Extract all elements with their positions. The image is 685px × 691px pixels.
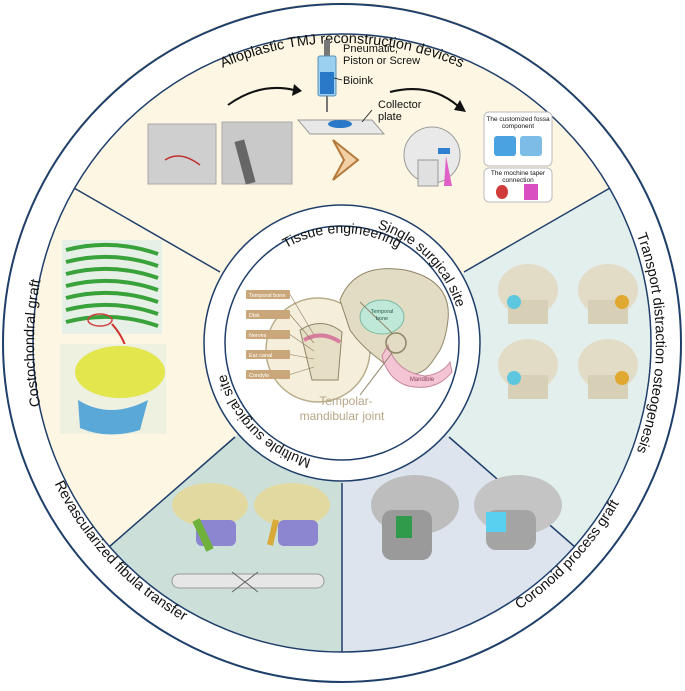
arrow-right-curve xyxy=(389,88,459,107)
center-tag-label: Ear canal xyxy=(249,353,272,359)
rib xyxy=(65,290,159,304)
bioink-label: Bioink xyxy=(343,75,373,87)
center-tag-label: Disk xyxy=(249,313,260,319)
syringe-plunger xyxy=(324,40,330,56)
taper-ball xyxy=(496,185,508,199)
center-tag-box xyxy=(246,350,290,359)
disk-shape xyxy=(303,333,342,344)
fibula-skulls xyxy=(171,483,330,593)
outer-label-ring xyxy=(3,4,681,682)
ribcage-render xyxy=(62,240,162,334)
center-anatomy xyxy=(265,268,453,403)
center-tag-box xyxy=(246,310,290,319)
implant-plate xyxy=(234,139,256,185)
device-components xyxy=(483,111,553,203)
rib xyxy=(65,266,159,280)
center-tag-box xyxy=(246,290,290,299)
center-tag-leader xyxy=(289,354,315,360)
center-tag-box xyxy=(246,370,290,379)
taper-sleeve xyxy=(524,184,538,200)
skull-render-3 xyxy=(498,339,558,399)
rib xyxy=(65,278,159,292)
ink-pointer xyxy=(333,77,343,81)
arrow-right-head xyxy=(454,100,466,112)
ct-scan-images xyxy=(147,121,293,185)
rib xyxy=(65,302,159,316)
center-tag-label: Condyle xyxy=(249,373,269,379)
printed-ink xyxy=(328,120,352,128)
rib xyxy=(65,314,159,328)
zoom-line-2 xyxy=(359,352,393,396)
plate-pointer xyxy=(361,109,373,123)
rib xyxy=(65,254,159,268)
ct-scan-1 xyxy=(147,123,217,185)
zoom-line-1 xyxy=(359,301,393,334)
skull-render-2 xyxy=(578,264,638,324)
center-tag-label: Temporal bone xyxy=(249,293,285,299)
skull-render-4 xyxy=(578,339,638,399)
transport-skulls xyxy=(498,264,638,399)
joint-label: Tempolar-mandibular joint xyxy=(300,394,385,423)
skull-render-1 xyxy=(498,264,558,324)
coronoid-skull-1 xyxy=(371,475,459,560)
mandible-shape xyxy=(381,343,453,388)
center-tag-label: Nerves xyxy=(249,333,267,339)
fossa-component xyxy=(494,136,516,156)
mandible-label: Mandible xyxy=(410,377,435,383)
skull-implant-image xyxy=(403,126,461,187)
small-joint-circle xyxy=(385,332,407,354)
center-tag-leader xyxy=(289,366,315,375)
rib xyxy=(65,242,159,256)
center-tag-leader xyxy=(289,294,315,336)
coronoid-skull-2 xyxy=(474,475,562,550)
actuator-label: Pneumatic,Piston or Screw xyxy=(343,43,420,67)
yellow-jaw-render xyxy=(60,344,166,435)
fibula-skull-1 xyxy=(172,483,248,552)
coronoid-skulls xyxy=(371,475,562,560)
center-tag-leader xyxy=(289,334,315,352)
chevron-right-icon xyxy=(332,139,360,181)
costochondral-images xyxy=(60,240,166,435)
bioprinter-illustration xyxy=(296,40,386,135)
fibula-skull-2 xyxy=(254,483,330,546)
label-costochondral: Costochondral graft xyxy=(22,278,44,408)
bioink xyxy=(320,72,334,94)
center-tag-leader xyxy=(289,314,315,344)
temporal-bone-patch xyxy=(359,299,405,335)
outer-border xyxy=(2,3,682,683)
arrow-left-curve xyxy=(227,86,295,106)
center-tag-box xyxy=(246,330,290,339)
fibula-bone xyxy=(171,573,325,589)
arrow-left-head xyxy=(292,84,302,96)
ct-scan-2 xyxy=(221,121,293,185)
